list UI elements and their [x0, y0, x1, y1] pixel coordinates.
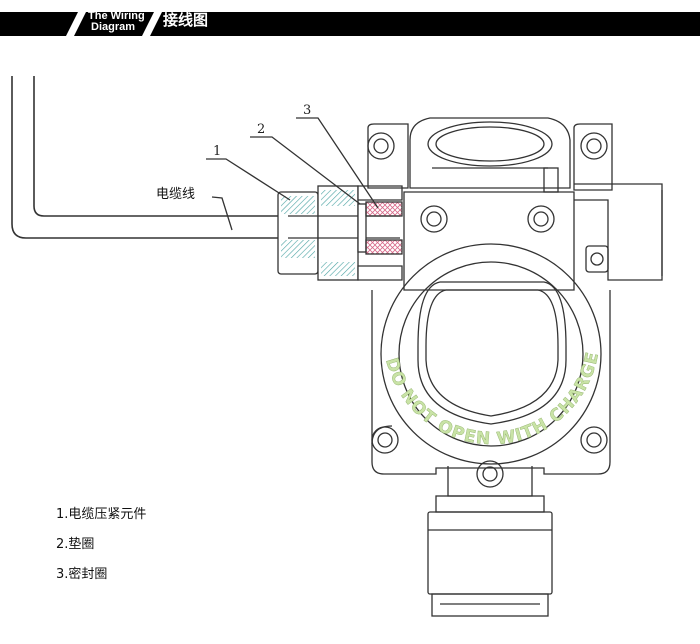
callout-2: 2	[257, 122, 266, 137]
header-title-zh: 接线图	[163, 11, 209, 29]
cable-wire	[11, 76, 288, 239]
callout-leader-3	[296, 117, 379, 209]
cable-label: 电缆线	[156, 187, 196, 202]
cable-label-leader	[211, 196, 233, 231]
seal-ring-top	[365, 201, 403, 217]
callout-1: 1	[213, 144, 222, 159]
header-bar: The Wiring Diagram 接线图	[0, 0, 700, 40]
washer	[357, 203, 367, 253]
callout-3: 3	[303, 103, 312, 118]
header-banner	[0, 8, 700, 40]
legend: 1.电缆压紧元件 2.垫圈 3.密封圈	[56, 500, 146, 590]
legend-item-3: 3.密封圈	[56, 567, 108, 582]
detector-housing	[367, 117, 663, 475]
callout-leader-1	[206, 158, 291, 201]
legend-item-2: 2.垫圈	[56, 537, 95, 552]
cable-gland	[277, 185, 403, 281]
seal-ring-bottom	[365, 239, 403, 255]
legend-item-1: 1.电缆压紧元件	[56, 507, 147, 522]
callout-leader-2	[250, 136, 361, 205]
header-title-en: The Wiring Diagram	[88, 10, 145, 33]
sensor-assembly	[427, 460, 553, 617]
